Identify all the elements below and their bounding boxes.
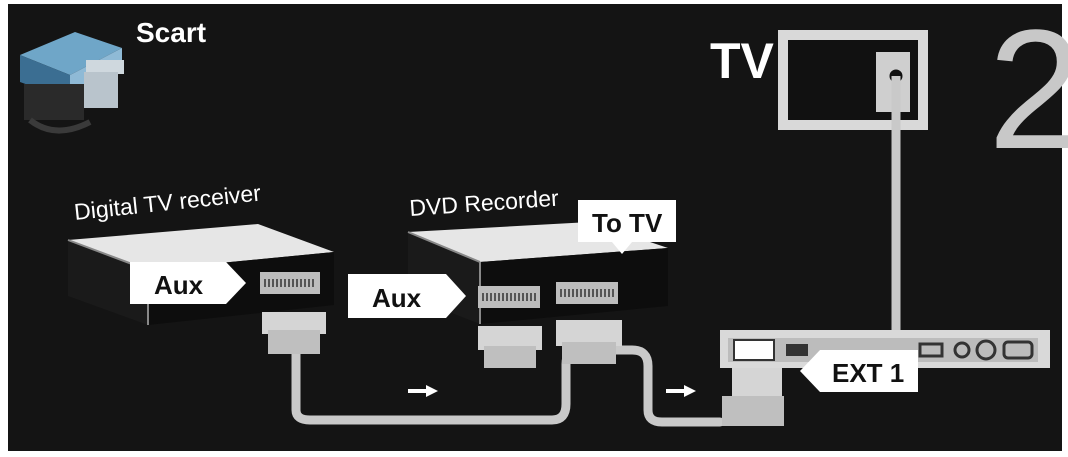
recorder-output-plug [556, 320, 622, 364]
recorder-input-port [478, 286, 540, 308]
recorder-aux-text: Aux [372, 283, 422, 313]
tv-ext1-label: EXT 1 [800, 350, 918, 392]
recorder-output-port [556, 282, 618, 304]
tv-scart-plug [722, 368, 784, 426]
recorder-aux-label: Aux [348, 274, 466, 318]
connector-type-label: Scart [136, 17, 206, 48]
receiver-aux-label: Aux [130, 262, 246, 304]
arrow-right-icon [666, 385, 696, 397]
recorder-to-tv-text: To TV [592, 208, 663, 238]
receiver-scart-plug [262, 312, 326, 354]
panel-port [975, 339, 997, 361]
panel-port [1002, 340, 1034, 360]
step-number: 2 [988, 0, 1068, 185]
receiver-aux-text: Aux [154, 270, 204, 300]
tv-icon [778, 30, 928, 130]
scart-connector-icon [20, 32, 124, 134]
ext1-scart-port [733, 339, 775, 361]
panel-port [918, 342, 944, 358]
arrow-right-icon [408, 385, 438, 397]
recorder-input-plug [478, 326, 542, 368]
tv-label: TV [710, 33, 775, 89]
panel-port [953, 341, 971, 359]
recorder-to-tv-label: To TV [578, 200, 676, 254]
panel-port [786, 344, 808, 356]
tv-connection-panel [720, 330, 1050, 368]
cable-recorder-to-tv [610, 345, 725, 427]
tv-ext1-text: EXT 1 [832, 358, 904, 388]
